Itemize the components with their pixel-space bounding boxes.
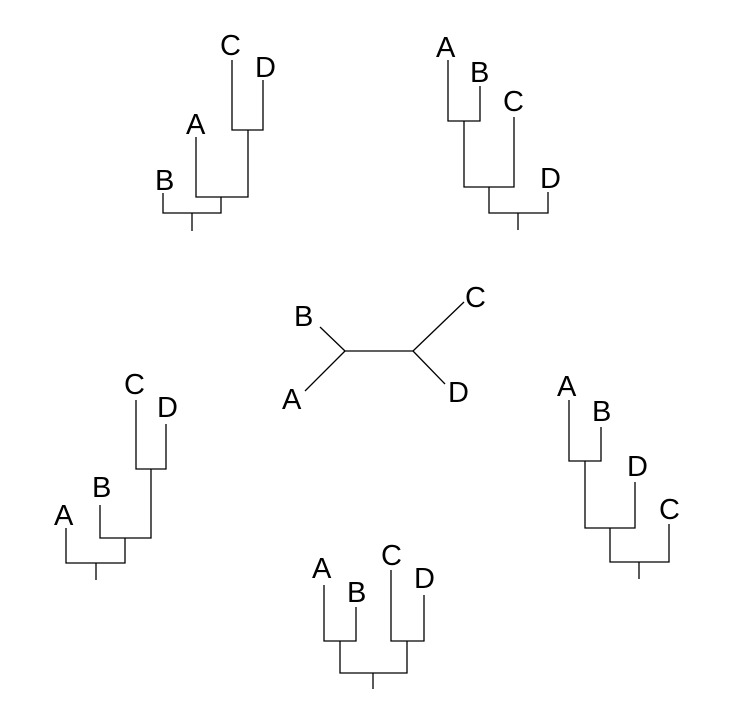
label-a: A <box>436 32 456 64</box>
unrooted-tree: B A C D <box>282 282 486 416</box>
label-b: B <box>347 577 366 609</box>
branch-a-cd <box>195 130 249 198</box>
branch-b-cd <box>99 469 152 539</box>
label-a: A <box>557 371 577 403</box>
label-c: C <box>503 86 524 118</box>
branch-a <box>304 350 346 392</box>
rooted-tree-middle-left: A B C D <box>54 369 178 580</box>
label-a: A <box>312 553 332 585</box>
branch-d <box>412 350 446 385</box>
branch-c-d <box>135 400 167 470</box>
label-d: D <box>448 377 469 409</box>
branch-c-d <box>231 60 264 131</box>
label-a: A <box>54 500 74 532</box>
label-c: C <box>220 30 241 62</box>
branch-c <box>412 301 465 352</box>
rooted-tree-bottom: A B C D <box>312 540 435 689</box>
label-d: D <box>255 52 276 84</box>
branch-ab-c <box>463 117 515 188</box>
branch-a-b <box>568 400 602 462</box>
branch-a-node <box>65 528 126 564</box>
branch-b-node <box>162 193 222 214</box>
label-a: A <box>186 109 206 141</box>
label-c: C <box>659 494 680 526</box>
branch-abd-c <box>609 524 670 563</box>
branch-a-b <box>447 60 481 122</box>
label-b: B <box>92 472 111 504</box>
label-d: D <box>627 451 648 483</box>
label-b: B <box>294 301 313 333</box>
label-a: A <box>282 384 302 416</box>
label-b: B <box>155 165 174 197</box>
label-d: D <box>540 163 561 195</box>
label-c: C <box>124 369 145 401</box>
label-b: B <box>592 396 611 428</box>
label-d: D <box>157 392 178 424</box>
rooted-tree-top-right: A B C D <box>436 32 561 230</box>
branch-c-d <box>390 570 425 642</box>
rooted-tree-middle-right: A B D C <box>557 371 680 579</box>
label-b: B <box>470 57 489 89</box>
branch-abc-d <box>488 187 549 214</box>
branch-b <box>319 326 346 352</box>
label-c: C <box>381 540 402 572</box>
label-c: C <box>465 282 486 314</box>
rooted-tree-top-left: B A C D <box>155 30 276 231</box>
branch-ab-cd <box>339 641 408 674</box>
branch-ab-d <box>584 461 636 529</box>
branch-a-b <box>323 585 357 642</box>
label-d: D <box>414 563 435 595</box>
